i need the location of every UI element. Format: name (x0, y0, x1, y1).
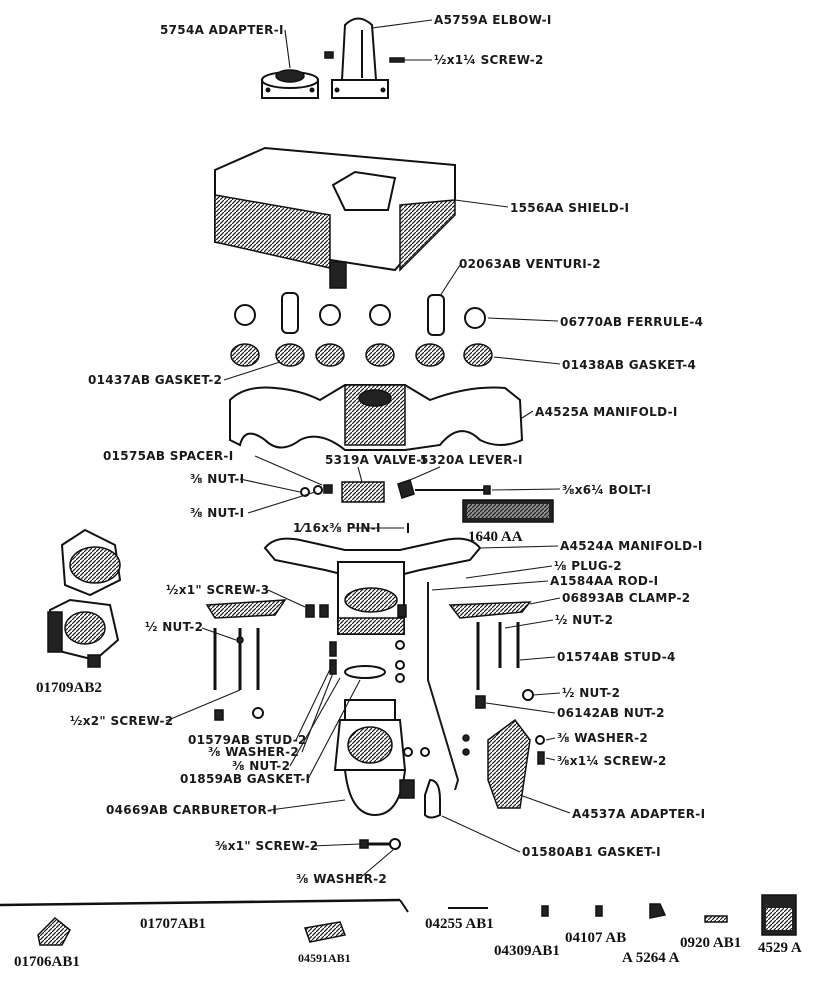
part-a5264a-shape (649, 903, 667, 919)
leader-lines (165, 19, 571, 879)
label-nut-38-a: ⅜ NUT-I (190, 472, 244, 486)
stud-washer-nut-stack (329, 640, 405, 683)
label-plug-18: ⅛ PLUG-2 (554, 559, 622, 573)
part-0920ab1-shape (704, 915, 728, 923)
part-04591ab1-shape (303, 921, 347, 943)
label-nut-38-2: ⅜ NUT-2 (232, 759, 290, 773)
carburetor-04669ab (333, 699, 430, 817)
label-elbow-a5759a: A5759A ELBOW-I (434, 13, 552, 27)
label-a5264a: A 5264 A (622, 950, 680, 966)
label-stud-01579ab: 01579AB STUD-2 (188, 733, 307, 747)
label-nut-06142ab: 06142AB NUT-2 (557, 706, 665, 720)
shield-1556aa (214, 146, 456, 289)
label-gasket-01859ab: 01859AB GASKET-I (180, 772, 310, 786)
label-screw-half-2: ½x2" SCREW-2 (70, 714, 173, 728)
manifold-a4525a (229, 384, 524, 451)
part-04107ab-shape (595, 905, 603, 917)
label-valve-5319a: 5319A VALVE-I (325, 453, 426, 467)
label-screw-half-1: ½x1" SCREW-3 (166, 583, 269, 597)
label-gasket-01438ab: 01438AB GASKET-4 (562, 358, 696, 372)
label-washer-38-b: ⅜ WASHER-2 (557, 731, 648, 745)
gaskets-row (230, 343, 493, 367)
label-screw-half-1q: ½x1¼ SCREW-2 (434, 53, 544, 67)
label-0920ab1: 0920 AB1 (680, 935, 741, 951)
label-washer-38-c: ⅜ WASHER-2 (296, 872, 387, 886)
elbow-a5759a (331, 17, 389, 99)
spacer-nuts (300, 484, 333, 497)
label-spacer-01575ab: 01575AB SPACER-I (103, 449, 233, 463)
label-gasket-01437ab: 01437AB GASKET-2 (88, 373, 222, 387)
label-nut-38-b: ⅜ NUT-I (190, 506, 244, 520)
label-screw-38x1q: ⅜x1¼ SCREW-2 (557, 754, 667, 768)
label-04107ab: 04107 AB (565, 930, 626, 946)
label-shield-1556aa: 1556AA SHIELD-I (510, 201, 629, 215)
adapter-5754a (261, 69, 319, 99)
label-04591ab1: 04591AB1 (298, 951, 351, 965)
right-washer-screw (462, 734, 545, 765)
label-gasket-01580ab1: 01580AB1 GASKET-I (522, 845, 661, 859)
label-4529a: 4529 A (758, 940, 802, 956)
label-04255ab1: 04255 AB1 (425, 916, 494, 932)
screws-studs (213, 604, 534, 721)
label-venturi-02063ab: 02063AB VENTURI-2 (459, 257, 601, 271)
label-pin-116: 1⁄16x⅜ PIN-I (293, 521, 381, 535)
label-washer-38-a: ⅜ WASHER-2 (208, 745, 299, 759)
label-ferrule-06770ab: 06770AB FERRULE-4 (560, 315, 703, 329)
label-01706ab1: 01706AB1 (14, 954, 80, 970)
label-adapter-5754a: 5754A ADAPTER-I (160, 23, 284, 37)
label-lever-5320a: 5320A LEVER-I (420, 453, 523, 467)
plate-1640aa (462, 499, 554, 523)
label-nut-half-right2: ½ NUT-2 (562, 686, 620, 700)
ferrules (234, 304, 486, 329)
label-manifold-a4524a: A4524A MANIFOLD-I (560, 539, 703, 553)
label-nut-half-right1: ½ NUT-2 (555, 613, 613, 627)
bolt-38x6 (415, 485, 491, 495)
label-04309ab1: 04309AB1 (494, 943, 560, 959)
label-part-1640aa: 1640 AA (468, 529, 523, 545)
label-nut-half-left: ½ NUT-2 (145, 620, 203, 634)
clamp-right (448, 601, 532, 619)
screw-38x1 (359, 838, 401, 850)
clamp-left (205, 599, 287, 619)
gasket-01580ab1 (424, 778, 441, 819)
part-4529a-shape (761, 894, 797, 936)
label-screw-38x1: ⅜x1" SCREW-2 (215, 839, 318, 853)
label-manifold-a4525a: A4525A MANIFOLD-I (535, 405, 678, 419)
label-stud-01574ab: 01574AB STUD-4 (557, 650, 676, 664)
part-04309ab1-shape (541, 905, 549, 917)
label-01707ab1: 01707AB1 (140, 916, 206, 932)
adapter-a4537a (487, 718, 531, 809)
label-rod-a1584aa: A1584AA ROD-I (550, 574, 658, 588)
part-01706ab1-shape (37, 916, 71, 946)
manifold-a4524a (263, 537, 482, 635)
valve-5319a (341, 481, 385, 503)
rod-a1584aa (427, 582, 460, 791)
label-carburetor-04669ab: 04669AB CARBURETOR-I (106, 803, 277, 817)
label-adapter-a4537a: A4537A ADAPTER-I (572, 807, 705, 821)
label-clamp-06893ab: 06893AB CLAMP-2 (562, 591, 690, 605)
label-part-01709ab2: 01709AB2 (36, 680, 102, 696)
label-bolt-38x6q: ⅜x6¼ BOLT-I (562, 483, 651, 497)
assembly-01709ab2 (47, 528, 122, 668)
venturis (281, 292, 445, 336)
lever-5320a (397, 479, 415, 499)
